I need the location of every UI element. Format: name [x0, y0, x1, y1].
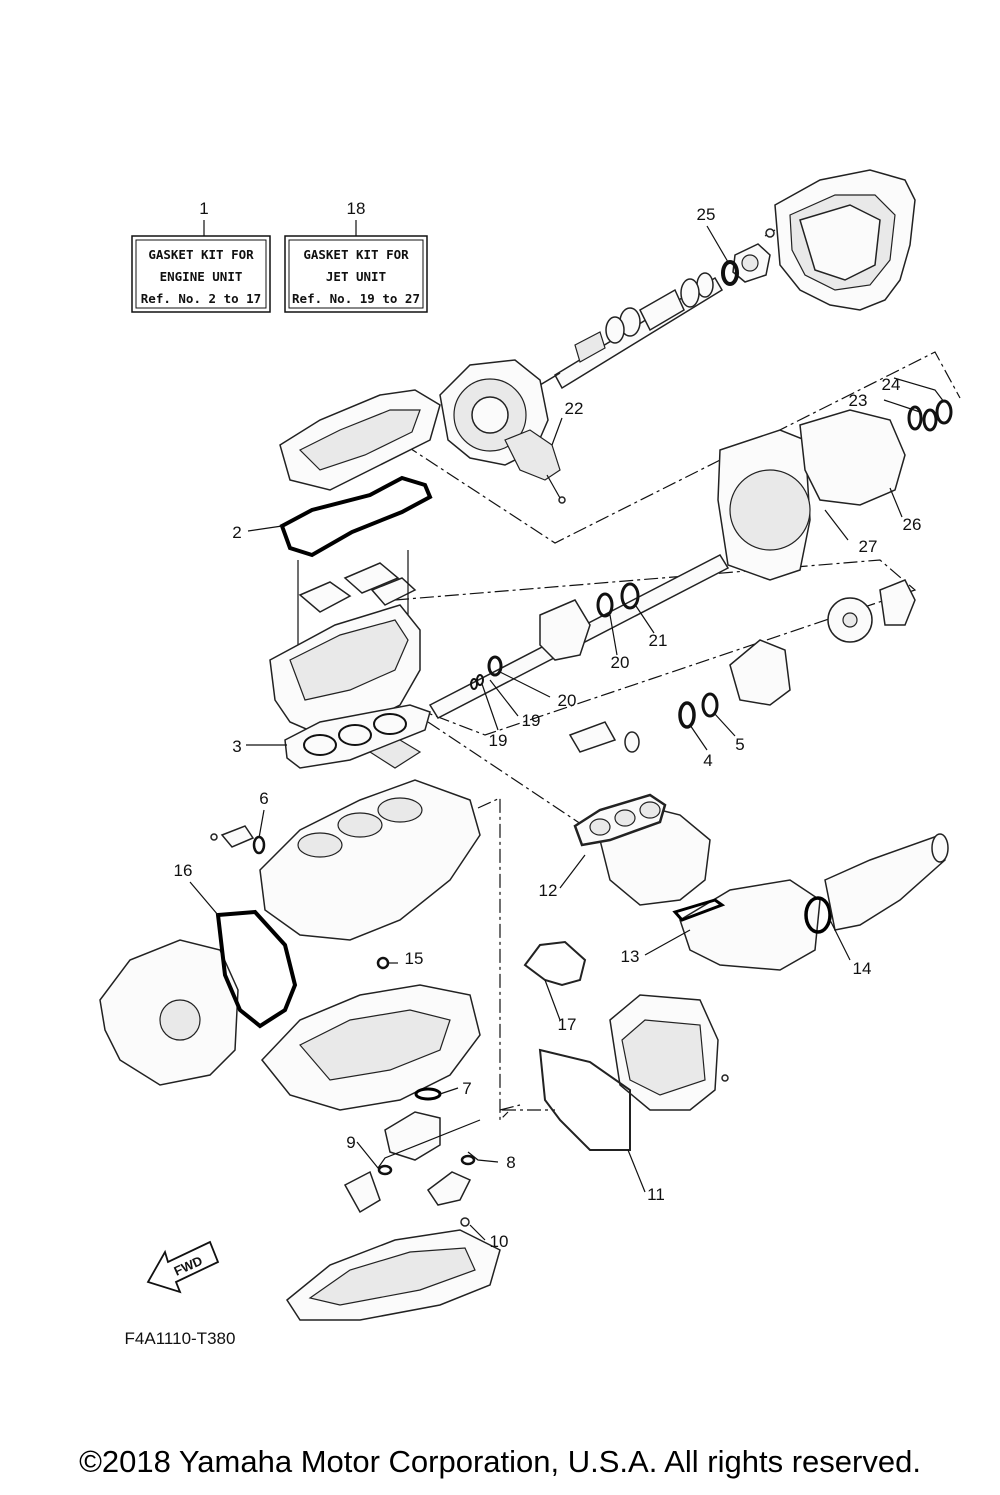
- kit-jet-line2: JET UNIT: [326, 269, 386, 284]
- oil-pan: [286, 1217, 501, 1321]
- copyright-footer: ©2018 Yamaha Motor Corporation, U.S.A. A…: [79, 1444, 921, 1479]
- callout-13: 13: [621, 947, 640, 966]
- oil-cooler: [609, 994, 729, 1111]
- callout-10: 10: [490, 1232, 509, 1251]
- diagram-code: F4A1110-T380: [125, 1329, 236, 1348]
- kit-box-jet: 18 GASKET KIT FOR JET UNIT Ref. No. 19 t…: [284, 199, 428, 313]
- kit-jet-ref: 18: [347, 199, 366, 218]
- impeller: [827, 579, 916, 643]
- callout-6: 6: [259, 789, 268, 808]
- o-ring-15: [376, 956, 390, 970]
- callout-14: 14: [853, 959, 872, 978]
- oil-pump: [343, 1111, 476, 1214]
- callout-7: 7: [462, 1079, 471, 1098]
- kit-jet-line1: GASKET KIT FOR: [303, 247, 409, 262]
- callout-16: 16: [174, 861, 193, 880]
- callout-5: 5: [735, 735, 744, 754]
- kit-jet-line3: Ref. No. 19 to 27: [292, 291, 420, 306]
- head-cover: [279, 389, 441, 491]
- exhaust-pipe: [672, 833, 949, 971]
- callout-12: 12: [539, 881, 558, 900]
- callout-27: 27: [859, 537, 878, 556]
- kit-engine-line2: ENGINE UNIT: [160, 269, 243, 284]
- callout-8: 8: [506, 1153, 515, 1172]
- timing-cover: [523, 940, 587, 987]
- crankcase-lower: [261, 984, 481, 1111]
- parts-diagram: 1 GASKET KIT FOR ENGINE UNIT Ref. No. 2 …: [99, 169, 961, 1348]
- jet-nozzle-plate: [717, 399, 953, 581]
- callout-19b: 19: [522, 711, 541, 730]
- kit-box-engine: 1 GASKET KIT FOR ENGINE UNIT Ref. No. 2 …: [131, 199, 271, 313]
- group-outlines: [394, 351, 961, 1122]
- cylinder-block: [259, 739, 481, 941]
- impeller-shaft: [428, 554, 730, 719]
- gasket-7: [414, 1087, 442, 1101]
- cooler-gasket: [538, 1048, 631, 1151]
- callout-21: 21: [649, 631, 668, 650]
- callout-17: 17: [558, 1015, 577, 1034]
- callout-3: 3: [232, 737, 241, 756]
- exhaust-manifold: [573, 793, 711, 906]
- kit-engine-ref: 1: [199, 199, 208, 218]
- kit-engine-line3: Ref. No. 2 to 17: [141, 291, 261, 306]
- sensor-assembly: [210, 825, 266, 855]
- kit-engine-line1: GASKET KIT FOR: [148, 247, 254, 262]
- callout-leaders: [189, 225, 945, 1241]
- callout-24: 24: [882, 375, 901, 394]
- callout-4: 4: [703, 751, 712, 770]
- cylinder-head-gasket: [284, 704, 431, 769]
- callout-19a: 19: [489, 731, 508, 750]
- impeller-duct: [568, 639, 791, 753]
- callout-11: 11: [647, 1185, 665, 1204]
- jet-pump-housing: [764, 169, 916, 311]
- cylinder-head: [269, 604, 421, 736]
- callout-2: 2: [232, 523, 241, 542]
- callout-20a: 20: [558, 691, 577, 710]
- bearing-housing: [732, 243, 771, 283]
- callout-26: 26: [903, 515, 922, 534]
- callout-25: 25: [697, 205, 716, 224]
- cover-gasket: [215, 909, 298, 1029]
- o-ring-25: [721, 260, 739, 286]
- fwd-arrow: FWD: [146, 1240, 220, 1294]
- callout-22: 22: [565, 399, 584, 418]
- drive-shaft-assembly: [539, 272, 724, 390]
- callout-23: 23: [849, 391, 868, 410]
- callout-labels: 2 3 4 5 6 7 8 9 10 11 12 13 14 15 16 17 …: [174, 205, 922, 1251]
- callout-9: 9: [346, 1133, 355, 1152]
- pump-housing: [439, 359, 566, 504]
- crankcase-cover: [99, 939, 239, 1086]
- head-cover-gasket: [279, 475, 433, 558]
- callout-20b: 20: [611, 653, 630, 672]
- callout-15: 15: [405, 949, 424, 968]
